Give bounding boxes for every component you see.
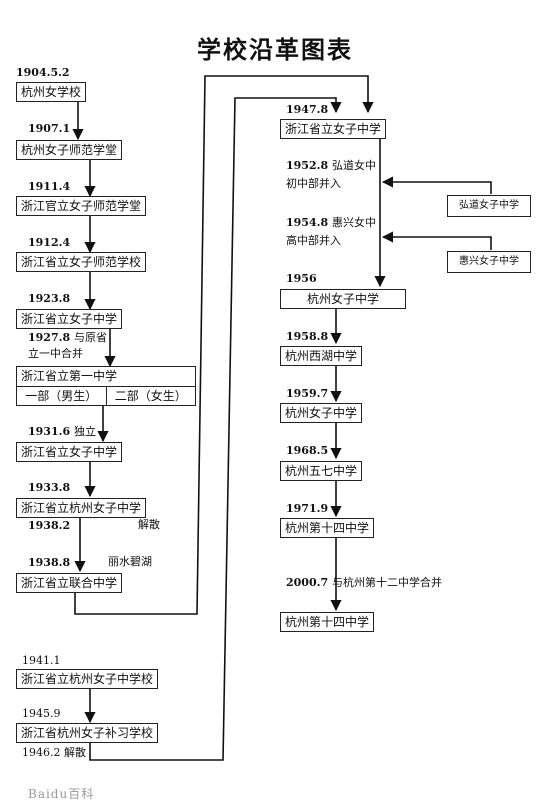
date-1907: 1907.1: [28, 122, 71, 135]
node-1907: 杭州女子师范学堂: [16, 140, 123, 160]
merge-2000-label: 2000.7 与杭州第十二中学合并: [286, 575, 442, 591]
merge-1954-label: 1954.8 惠兴女中: [286, 215, 376, 231]
note-2000: 与杭州第十二中学合并: [331, 576, 442, 589]
date-1931-label: 1931.6 独立: [28, 424, 96, 440]
node-1938-union: 浙江省立联合中学: [16, 573, 123, 593]
merge-hongdao: [381, 176, 492, 194]
node-1941: 浙江省立杭州女子中学校: [16, 669, 159, 689]
merger-1927-note2: 立一中合并: [28, 347, 83, 360]
source-huixing: 惠兴女子中学: [447, 251, 531, 273]
merge-1954-line1: 惠兴女中: [331, 216, 376, 229]
node-1947: 浙江省立女子中学: [280, 119, 387, 139]
node-2000: 杭州第十四中学: [280, 612, 375, 632]
node-1931: 浙江省立女子中学: [16, 442, 123, 462]
merge-1952-label: 1952.8 弘道女中: [286, 158, 376, 174]
date-1945: 1945.9: [22, 707, 61, 720]
date-1923: 1923.8: [28, 292, 71, 305]
note-1938-disband: 解散: [138, 518, 160, 531]
merge-1952-line1: 弘道女中: [331, 159, 376, 172]
merger-1927-date: 1927.8: [28, 331, 71, 344]
node-1933: 浙江省立杭州女子中学: [16, 498, 147, 518]
date-1911: 1911.4: [28, 180, 71, 193]
merge-1952-line2: 初中部并入: [286, 177, 341, 190]
note-1938-union: 丽水碧湖: [108, 555, 152, 568]
watermark: Baidu百科: [28, 787, 95, 801]
source-hongdao: 弘道女子中学: [447, 195, 531, 217]
node-1959: 杭州女子中学: [280, 403, 363, 423]
date-1938-union: 1938.8: [28, 556, 71, 569]
merger-1927-label: 1927.8 与原省: [28, 330, 107, 346]
disband-1946-label: 1946.2 解散: [22, 745, 86, 761]
date-2000: 2000.7: [286, 576, 329, 589]
node-1904: 杭州女学校: [16, 82, 87, 102]
node-1945: 浙江省杭州女子补习学校: [16, 723, 159, 743]
node-1911: 浙江官立女子师范学堂: [16, 196, 147, 216]
node-1927: 浙江省立第一中学 一部（男生） 二部（女生）: [16, 366, 196, 406]
connector-to-1947-a: [74, 75, 374, 615]
date-1912: 1912.4: [28, 236, 71, 249]
date-1933: 1933.8: [28, 481, 71, 494]
date-1959: 1959.7: [286, 387, 329, 400]
date-1971: 1971.9: [286, 502, 329, 515]
date-1904: 1904.5.2: [16, 66, 70, 79]
node-1912: 浙江省立女子师范学校: [16, 252, 147, 272]
date-1941: 1941.1: [22, 654, 61, 667]
date-1954: 1954.8: [286, 216, 329, 229]
date-1946: 1946.2: [22, 746, 61, 759]
merger-1927-note1: 与原省: [73, 331, 107, 344]
date-1958: 1958.8: [286, 330, 329, 343]
date-1952: 1952.8: [286, 159, 329, 172]
node-1927-name: 浙江省立第一中学: [21, 369, 118, 383]
date-1947: 1947.8: [286, 103, 329, 116]
node-1927-parts: 一部（男生） 二部（女生）: [17, 386, 195, 405]
note-1946: 解散: [64, 746, 86, 759]
date-1938-disband: 1938.2: [28, 519, 71, 532]
node-1958: 杭州西湖中学: [280, 346, 363, 366]
node-1923: 浙江省立女子中学: [16, 309, 123, 329]
date-1968: 1968.5: [286, 444, 329, 457]
merge-huixing: [381, 231, 492, 250]
merge-1954-line2: 高中部并入: [286, 234, 341, 247]
node-1927-part1: 一部（男生）: [17, 387, 107, 405]
node-1971: 杭州第十四中学: [280, 518, 375, 538]
date-1931: 1931.6: [28, 425, 71, 438]
chart-title: 学校沿革图表: [197, 35, 353, 64]
note-1931: 独立: [73, 425, 96, 438]
connector-to-1947-b: [89, 97, 342, 761]
node-1968: 杭州五七中学: [280, 461, 363, 481]
date-1956: 1956: [286, 272, 317, 285]
node-1927-part2: 二部（女生）: [114, 389, 187, 403]
node-1956: 杭州女子中学: [280, 289, 406, 309]
